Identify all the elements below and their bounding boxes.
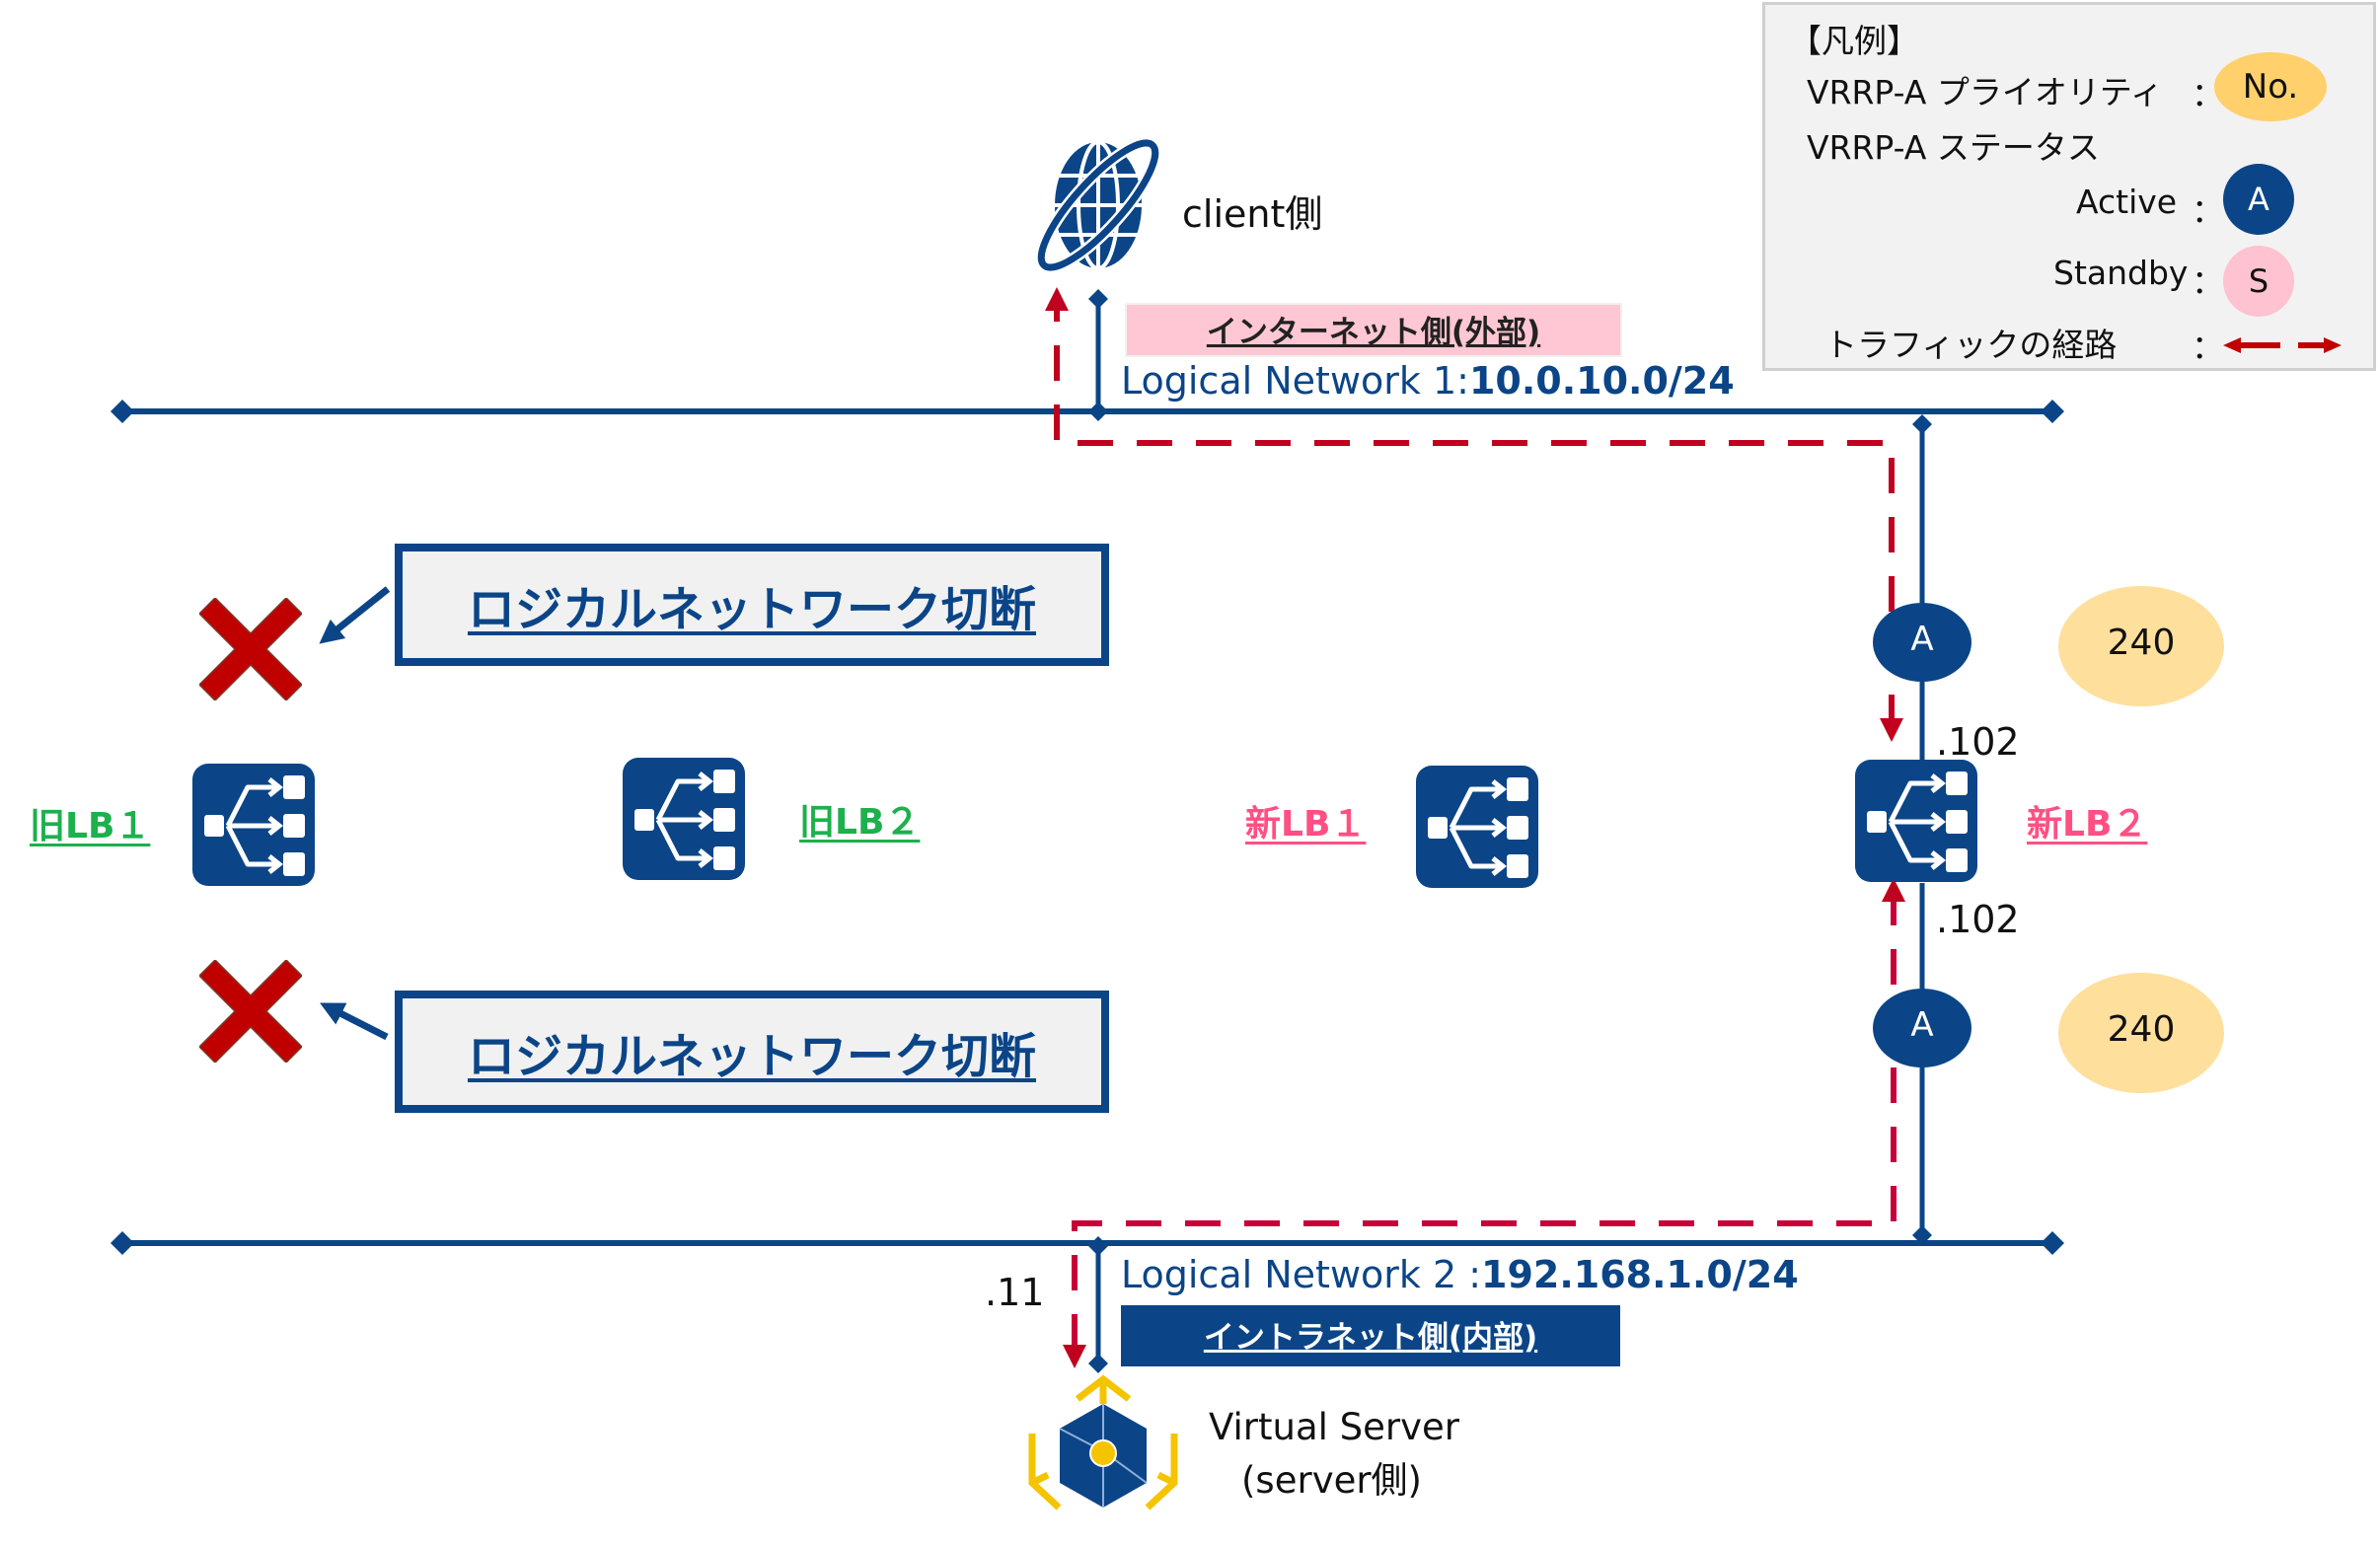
- newlb2-upper-priority: 240: [2107, 623, 2176, 663]
- traffic-path-lower: [1063, 878, 1905, 1368]
- new-lb1-label: 新LB１: [1245, 804, 1367, 845]
- internet-zone-box: [1125, 303, 1622, 357]
- legend-active-colon: ：: [2192, 191, 2224, 230]
- newlb2-upper-status: A: [1910, 620, 1934, 659]
- legend-traffic-arrow-icon: [2223, 337, 2342, 353]
- virtual-server-icon: [1028, 1374, 1178, 1510]
- disconnect-cross-icon-upper: [199, 598, 302, 700]
- newlb2-lower-priority: 240: [2107, 1009, 2176, 1050]
- disconnect-cross-icon-lower: [199, 960, 302, 1063]
- intranet-zone-box: [1121, 1305, 1620, 1366]
- traffic-path-upper: [1045, 287, 1903, 742]
- new-lb1-icon: [1416, 766, 1538, 888]
- newlb2-lower-ip: .102: [1936, 898, 2020, 941]
- old-lb1-icon: [192, 764, 315, 886]
- server-label-line1: Virtual Server: [1209, 1406, 1459, 1448]
- legend-active-label: Active: [2076, 183, 2178, 221]
- newlb2-lower-status-circle: [1873, 989, 1971, 1067]
- network1-label: Logical Network 1:10.0.10.0/24: [1121, 359, 1735, 403]
- legend-standby-colon: ：: [2192, 262, 2224, 301]
- legend-traffic-colon: ：: [2192, 328, 2224, 366]
- old-lb1-label: 旧LB１: [30, 806, 151, 846]
- legend-standby-symbol-text: S: [2248, 262, 2269, 300]
- newlb2-lower-status: A: [1910, 1005, 1934, 1045]
- legend-box: 【凡例】 VRRP-A プライオリティ ： No. VRRP-A ステータス A…: [1762, 2, 2376, 371]
- network1-subnet: 10.0.10.0/24: [1468, 359, 1735, 403]
- newlb2-lower-priority-ellipse: [2058, 973, 2224, 1093]
- callout-arrow-upper: [319, 586, 391, 644]
- legend-title: 【凡例】: [1789, 22, 1919, 60]
- newlb2-upper-status-circle: [1873, 603, 1971, 682]
- legend-standby-label: Standby: [2053, 254, 2189, 292]
- callout-arrow-lower: [320, 1002, 389, 1041]
- legend-status-label: VRRP-A ステータス: [1807, 128, 2100, 167]
- client-label: client側: [1182, 192, 1323, 236]
- legend-priority-symbol-text: No.: [2242, 67, 2299, 107]
- intranet-zone-label: イントラネット側(内部): [1203, 1320, 1538, 1356]
- legend-active-symbol-text: A: [2248, 181, 2269, 218]
- network2-name: Logical Network 2 :: [1121, 1253, 1482, 1296]
- network2-label: Logical Network 2 :192.168.1.0/24: [1121, 1253, 1799, 1296]
- network2-subnet: 192.168.1.0/24: [1481, 1253, 1799, 1296]
- disconnect-callout-lower-text: ロジカルネットワーク切断: [467, 1029, 1036, 1084]
- globe-icon: [1035, 136, 1161, 274]
- legend-priority-label: VRRP-A プライオリティ: [1807, 73, 2163, 111]
- network1-name: Logical Network 1:: [1121, 359, 1469, 403]
- old-lb2-icon: [623, 758, 745, 880]
- server-ip: .11: [985, 1271, 1045, 1314]
- new-lb2-icon: [1855, 760, 1977, 882]
- server-label-line2: (server側): [1241, 1459, 1422, 1502]
- legend-active-symbol: A: [2223, 164, 2294, 235]
- new-lb2-label: 新LB２: [2027, 804, 2148, 845]
- legend-traffic-label: トラフィックの経路: [1824, 326, 2118, 364]
- internet-zone-label: インターネット側(外部): [1206, 315, 1541, 350]
- disconnect-callout-upper-text: ロジカルネットワーク切断: [467, 582, 1036, 637]
- newlb2-upper-priority-ellipse: [2058, 586, 2224, 706]
- disconnect-callout-upper: ロジカルネットワーク切断: [395, 544, 1109, 666]
- legend-standby-symbol: S: [2223, 246, 2294, 317]
- newlb2-upper-ip: .102: [1936, 720, 2020, 764]
- legend-priority-symbol: No.: [2214, 52, 2327, 121]
- old-lb2-label: 旧LB２: [799, 802, 921, 843]
- disconnect-callout-lower: ロジカルネットワーク切断: [395, 991, 1109, 1113]
